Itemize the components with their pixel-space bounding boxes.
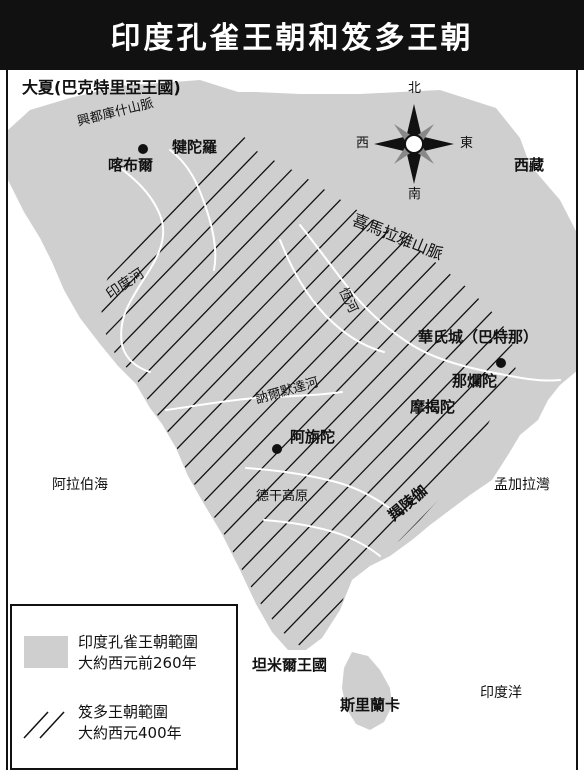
maurya-empire-region bbox=[8, 80, 578, 650]
legend-gupta-line2: 大約西元400年 bbox=[78, 724, 182, 742]
gupta-hatch-line bbox=[100, 70, 373, 646]
label-deccan: 德干高原 bbox=[256, 489, 309, 504]
ganges-tributary-yamuna bbox=[279, 239, 385, 353]
gupta-hatch-line bbox=[100, 70, 399, 646]
label-magadha: 摩揭陀 bbox=[410, 398, 456, 416]
label-indian-ocean: 印度洋 bbox=[480, 685, 522, 701]
compass-rose bbox=[374, 104, 454, 184]
indus-river bbox=[109, 159, 165, 373]
label-pataliputra: 華氏城（巴特那） bbox=[418, 328, 539, 346]
indus-tributary bbox=[169, 149, 217, 271]
legend-maurya-line2: 大約西元前260年 bbox=[78, 654, 197, 672]
label-kabul: 喀布爾 bbox=[108, 156, 154, 174]
label-tibet: 西藏 bbox=[514, 156, 545, 174]
label-tamil: 坦米爾王國 bbox=[252, 656, 328, 674]
compass-east-label: 東 bbox=[460, 136, 474, 151]
gupta-hatch-line bbox=[100, 70, 347, 646]
narmada-river bbox=[165, 391, 343, 411]
ajanta-marker bbox=[272, 444, 282, 454]
nalanda-marker bbox=[496, 358, 506, 368]
gupta-hatch-line bbox=[225, 70, 516, 646]
label-gandhara: 犍陀羅 bbox=[172, 138, 218, 156]
label-ajanta: 阿旃陀 bbox=[290, 428, 336, 446]
label-bactria: 大夏(巴克特里亞王國) bbox=[22, 78, 181, 97]
compass-south-label: 南 bbox=[408, 187, 422, 202]
legend-gupta-line1: 笈多王朝範圍 bbox=[78, 703, 169, 721]
map-legend: 印度孔雀王朝範圍 大約西元前260年 笈多王朝範圍 大約西元400年 bbox=[10, 604, 238, 770]
label-sri-lanka: 斯里蘭卡 bbox=[340, 696, 401, 714]
deccan-river bbox=[245, 467, 393, 511]
ganges-river bbox=[299, 224, 561, 382]
gupta-hatch-line bbox=[100, 70, 516, 646]
label-bay-of-bengal: 孟加拉灣 bbox=[494, 477, 550, 493]
kabul-marker bbox=[138, 144, 148, 154]
gupta-hatch-line bbox=[100, 70, 321, 646]
godavari-river bbox=[263, 519, 381, 557]
gupta-hatch-line bbox=[173, 70, 516, 646]
compass-west-label: 西 bbox=[356, 136, 370, 151]
legend-maurya-swatch bbox=[24, 636, 68, 668]
sri-lanka-island bbox=[342, 652, 392, 730]
label-nalanda: 那爛陀 bbox=[452, 372, 498, 390]
title-bar: 印度孔雀王朝和笈多王朝 bbox=[0, 0, 584, 70]
compass-north-label: 北 bbox=[408, 81, 422, 96]
legend-maurya-line1: 印度孔雀王朝範圍 bbox=[78, 633, 199, 651]
map-title: 印度孔雀王朝和笈多王朝 bbox=[110, 21, 474, 56]
gupta-hatch-line bbox=[199, 70, 516, 646]
label-arabian-sea: 阿拉伯海 bbox=[52, 477, 108, 493]
legend-gupta-hatch-icon bbox=[23, 711, 65, 739]
